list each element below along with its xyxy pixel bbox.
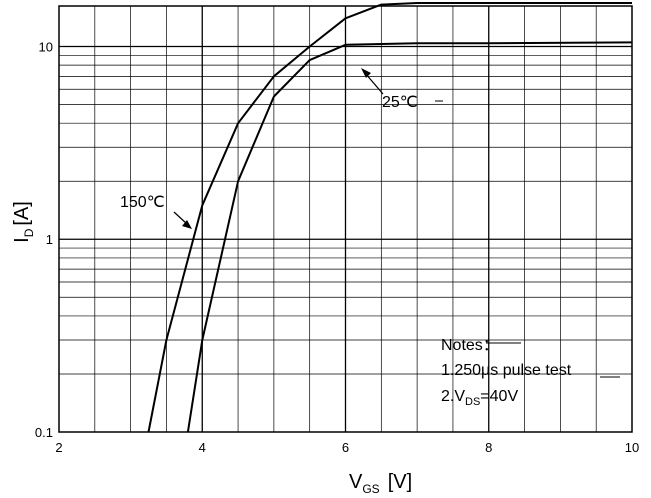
x-tick-label: 10 <box>625 440 639 455</box>
y-tick-label: 10 <box>39 39 53 54</box>
annotation-25c-arrow-line <box>364 72 384 95</box>
annotation-25c-label: 25℃ <box>382 94 418 111</box>
plot-frame <box>58 5 633 433</box>
annotation-150c: 150℃ <box>120 194 192 229</box>
annotation-150c-arrow-line <box>173 211 188 225</box>
y-tick-labels: 0.1 1 10 <box>35 39 53 440</box>
x-tick-label: 4 <box>199 440 206 455</box>
y-tick-label: 1 <box>46 232 53 247</box>
x-axis-label-sub: GS <box>362 482 379 496</box>
notes-line-2: 2.VDS=40V <box>441 388 518 408</box>
y-axis-label-sub: D <box>22 228 36 237</box>
y-axis-label-main: I <box>11 237 33 243</box>
notes-line-2-suffix: =40V <box>480 388 518 405</box>
x-tick-label: 6 <box>342 440 349 455</box>
notes-title: Notes： <box>441 337 499 354</box>
x-tick-labels: 2 4 6 8 10 <box>55 440 639 455</box>
notes-line-1: 1.250μs pulse test <box>441 362 572 379</box>
notes-line-2-prefix: 2.V <box>441 388 465 405</box>
annotation-150c-arrowhead <box>182 220 192 229</box>
x-axis-label-main: V <box>349 471 363 493</box>
annotation-25c-arrowhead <box>361 68 371 78</box>
series-lines <box>147 2 633 433</box>
annotation-25c: 25℃ <box>361 68 443 111</box>
series-line-25c <box>186 41 633 433</box>
x-axis-label: VGS [V] <box>349 471 412 496</box>
y-axis-label: ID [A] <box>11 201 36 243</box>
series-line-150c <box>147 2 632 433</box>
y-axis-label-unit: [A] <box>11 201 33 225</box>
x-tick-label: 2 <box>55 440 62 455</box>
annotation-150c-label: 150℃ <box>120 194 165 211</box>
x-tick-label: 8 <box>485 440 492 455</box>
notes-block: Notes： 1.250μs pulse test 2.VDS=40V <box>441 337 620 408</box>
x-axis-label-unit: [V] <box>388 471 412 493</box>
notes-line-2-sub: DS <box>465 396 480 408</box>
y-tick-label: 0.1 <box>35 425 53 440</box>
